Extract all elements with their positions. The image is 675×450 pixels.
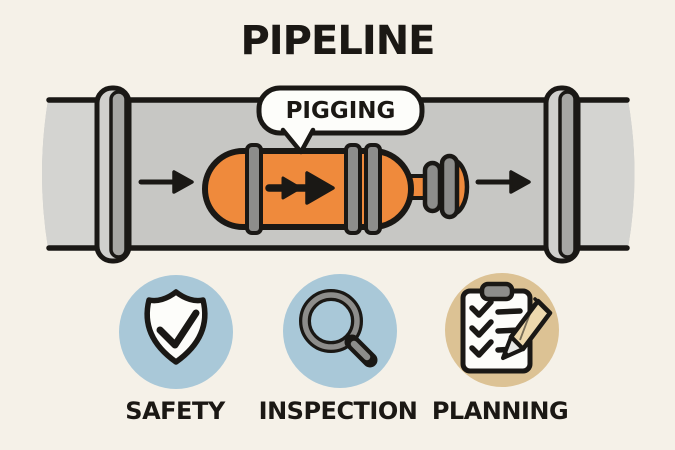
feature-label-planning: PLANNING — [431, 397, 569, 425]
pig-direction-arrow-icon — [265, 171, 335, 205]
pencil — [501, 297, 553, 360]
speech-bubble — [256, 85, 425, 155]
pig-strap — [344, 143, 362, 235]
magnifier-icon — [283, 274, 397, 388]
left-flange — [94, 85, 132, 264]
feature-label-inspection: INSPECTION — [258, 397, 418, 425]
pipe-right-end-cap — [577, 100, 635, 248]
pipe-left-end-cap — [42, 100, 98, 248]
shield-check-icon — [119, 275, 233, 389]
flow-arrow-right — [475, 170, 531, 194]
clipboard-clip — [479, 281, 515, 302]
feature-label-safety: SAFETY — [125, 397, 225, 425]
pig-tail-cup — [439, 153, 460, 220]
pig-tail-cup — [422, 160, 443, 214]
speech-bubble-tail — [280, 127, 316, 155]
flow-arrow-left — [138, 170, 194, 194]
pig-device — [202, 143, 470, 235]
speech-bubble-label: PIGGING — [285, 97, 396, 124]
pig-strap — [245, 143, 263, 235]
pig-strap — [364, 143, 382, 235]
clipboard-pencil-icon — [445, 273, 559, 387]
checkmark — [156, 309, 200, 349]
right-flange — [543, 85, 581, 264]
page-title: PIPELINE — [240, 18, 435, 64]
